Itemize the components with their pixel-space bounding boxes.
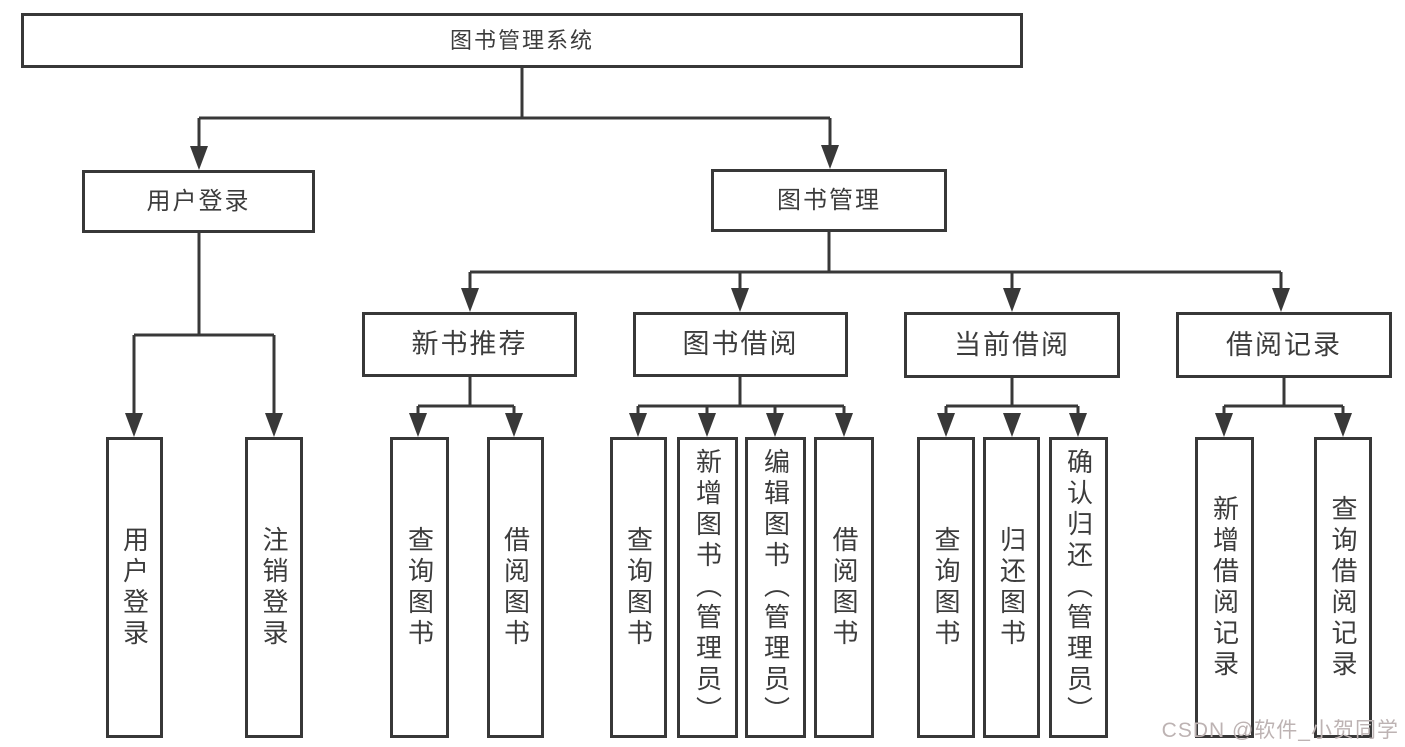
leaf-add-book-admin: 新增图书（管理员）	[677, 437, 738, 738]
leaf-borrow-books-recommend: 借阅图书	[487, 437, 544, 738]
leaf-query-borrow-record: 查询借阅记录	[1314, 437, 1372, 738]
leaf-user-login: 用户登录	[106, 437, 163, 738]
leaf-edit-book-admin: 编辑图书（管理员）	[745, 437, 806, 738]
leaf-add-borrow-record: 新增借阅记录	[1195, 437, 1254, 738]
node-book-borrowing: 图书借阅	[633, 312, 848, 377]
node-user-login: 用户登录	[82, 170, 315, 233]
node-borrowing-records: 借阅记录	[1176, 312, 1392, 378]
leaf-query-books-recommend: 查询图书	[390, 437, 449, 738]
leaf-borrow-books: 借阅图书	[814, 437, 874, 738]
node-current-borrowing: 当前借阅	[904, 312, 1120, 378]
node-new-book-recommendation: 新书推荐	[362, 312, 577, 377]
leaf-return-book: 归还图书	[983, 437, 1040, 738]
leaf-query-books-borrow: 查询图书	[610, 437, 667, 738]
leaf-logout: 注销登录	[245, 437, 303, 738]
node-book-management: 图书管理	[711, 169, 947, 232]
node-library-management-system: 图书管理系统	[21, 13, 1023, 68]
leaf-confirm-return-admin: 确认归还（管理员）	[1049, 437, 1108, 738]
leaf-query-books-current: 查询图书	[917, 437, 975, 738]
